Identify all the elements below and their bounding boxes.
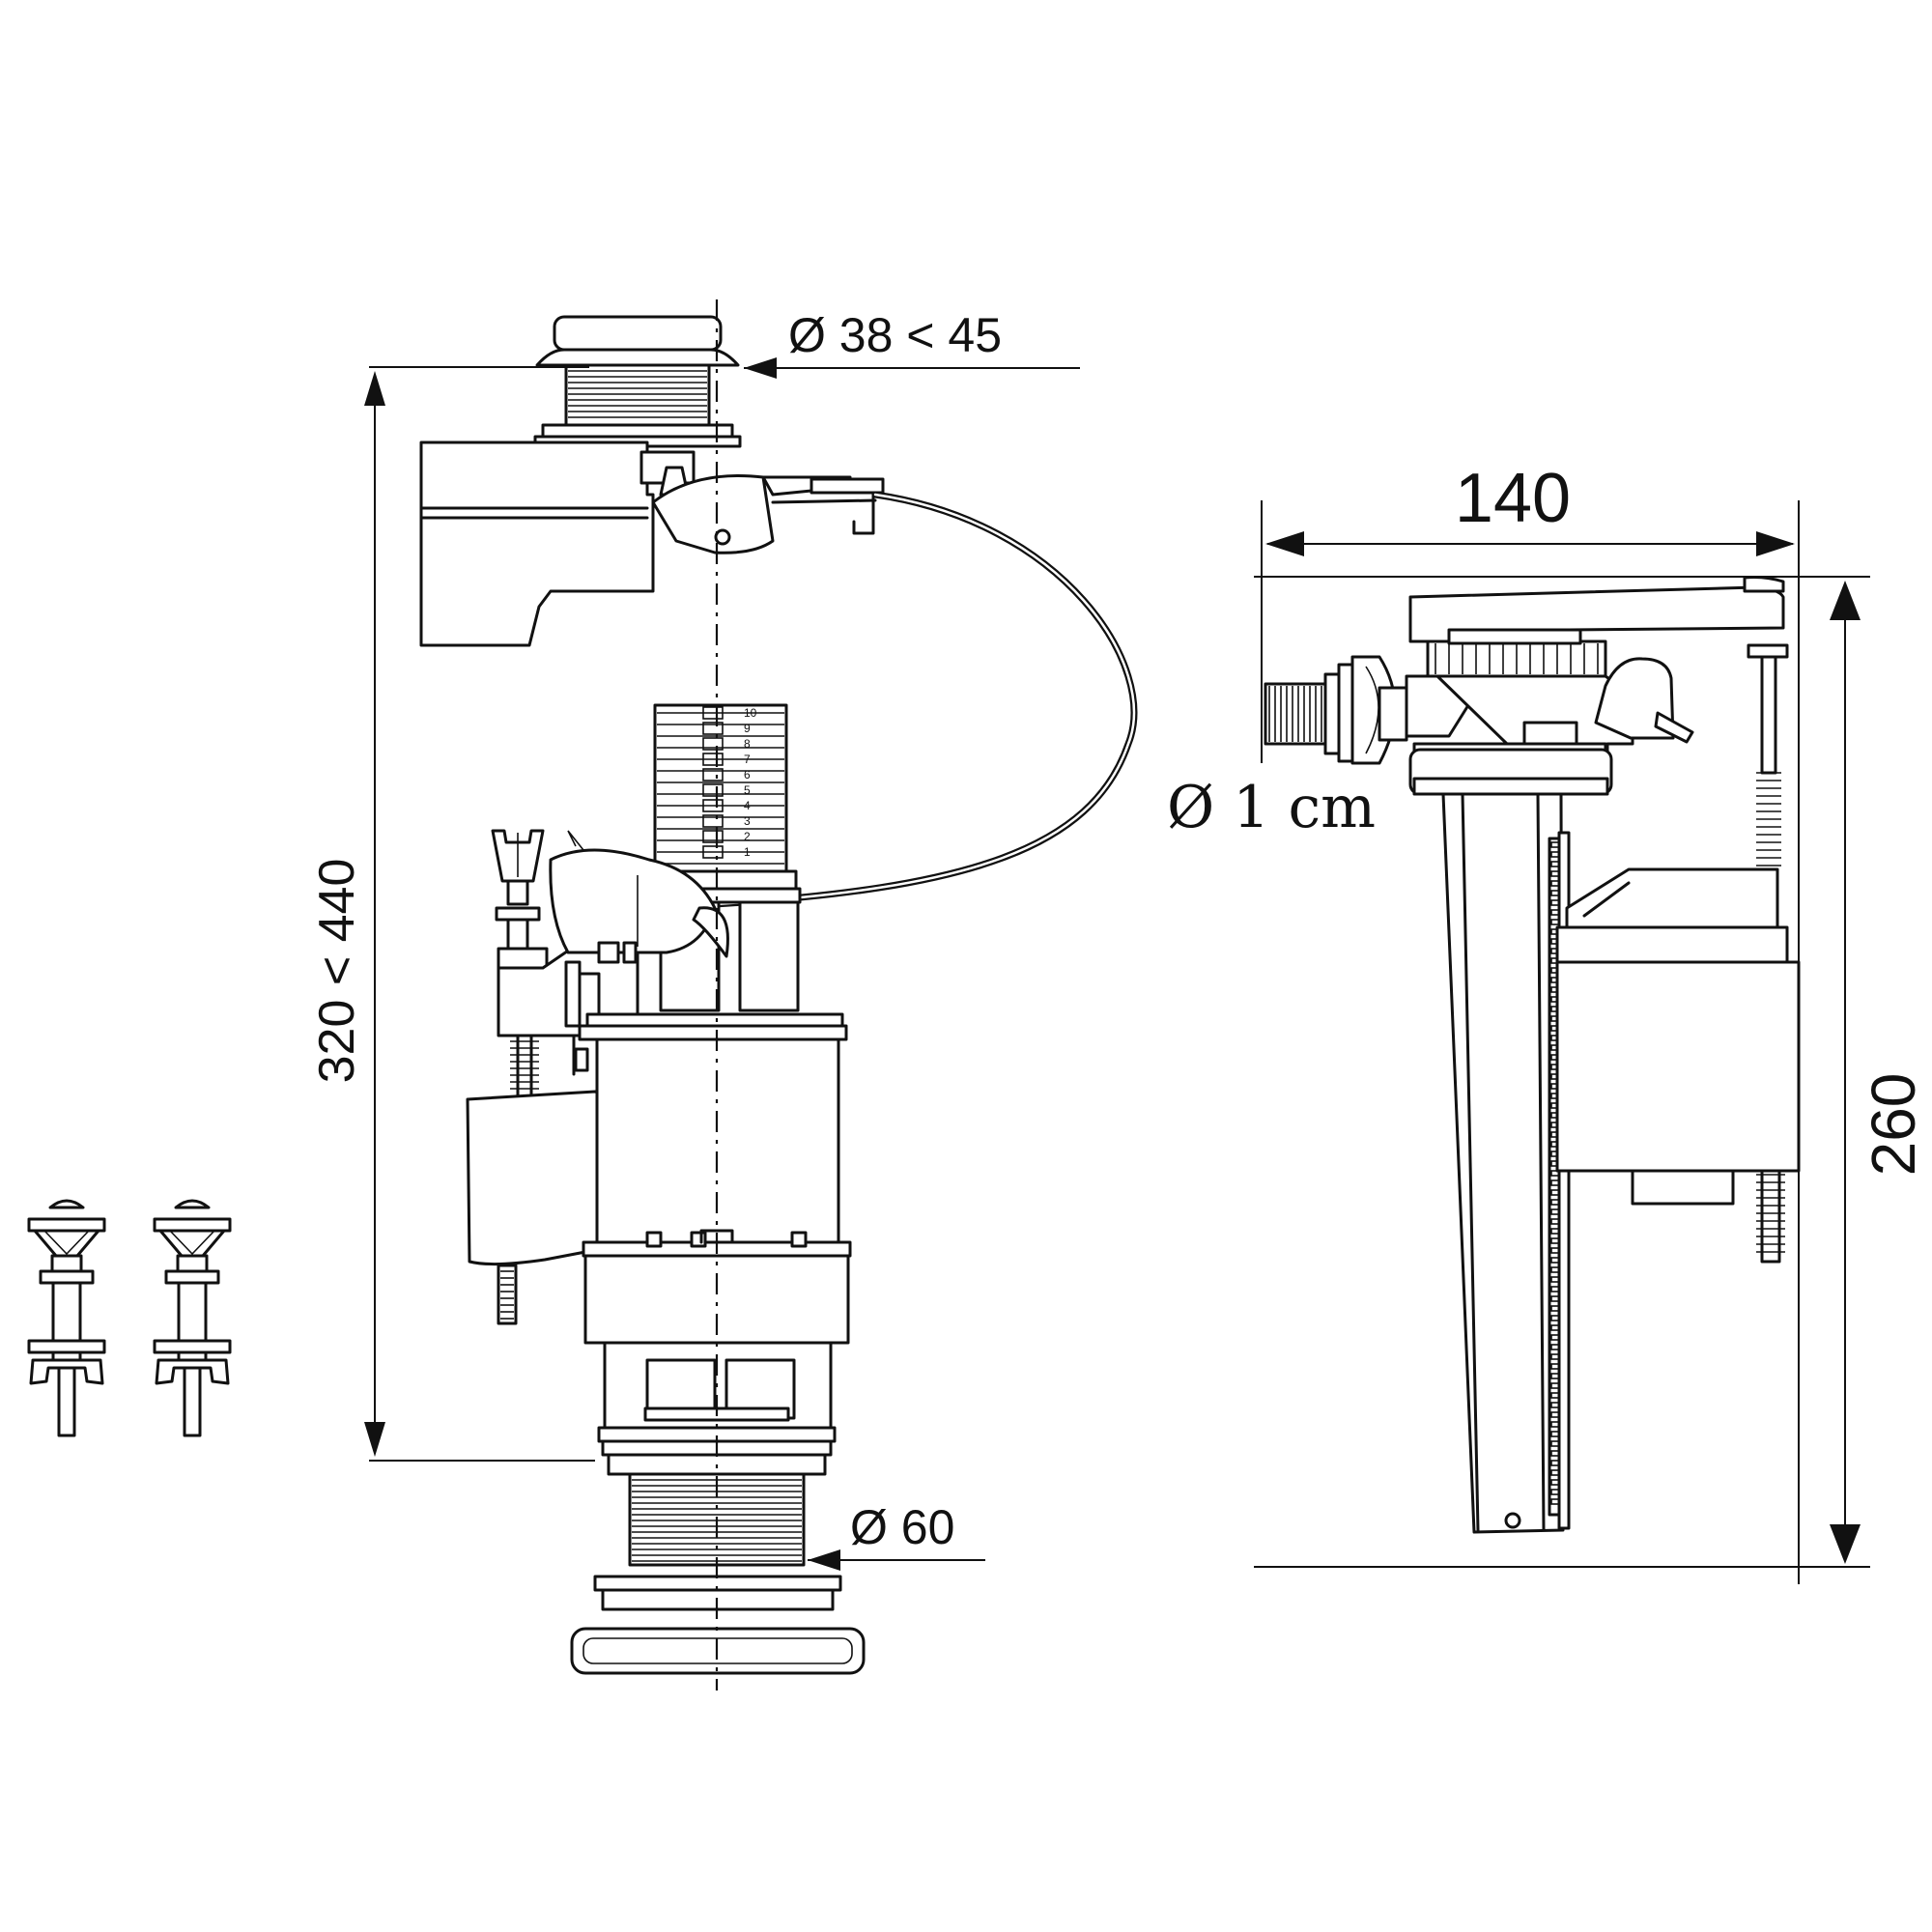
fixing-bolt-left	[27, 1199, 106, 1437]
push-button-diameter-label: Ø 38 < 45	[788, 308, 1002, 362]
scale-mark-label: 4	[744, 799, 751, 812]
outlet-diameter-label: Ø 60	[850, 1500, 954, 1554]
flush-valve: 1 2 3 4 5 6 7 8 9 10	[419, 299, 1138, 1690]
scale-mark-label: 3	[744, 814, 751, 828]
fill-valve	[1264, 576, 1801, 1534]
scale-box	[702, 830, 724, 843]
scale-box	[702, 814, 724, 828]
scale-box	[702, 722, 724, 735]
scale-box	[702, 706, 724, 720]
scale-box	[702, 768, 724, 781]
scale-mark-label: 10	[744, 706, 757, 720]
scale-mark-label: 9	[744, 722, 751, 735]
push-button	[533, 315, 742, 448]
dimension-lines	[364, 357, 1870, 1584]
fixing-bolts	[27, 1199, 232, 1437]
scale-box	[702, 737, 724, 751]
scale-mark-label: 2	[744, 830, 751, 843]
scale-mark-label: 6	[744, 768, 751, 781]
scale-mark-label: 7	[744, 753, 751, 766]
scale-mark-label: 8	[744, 737, 751, 751]
float-valve	[466, 829, 729, 1325]
cable-control-box	[419, 440, 885, 647]
scale-mark-label: 1	[744, 845, 751, 859]
scale-box	[702, 783, 724, 797]
fill-valve-width-label: 140	[1455, 460, 1571, 537]
scale-mark-label: 5	[744, 783, 751, 797]
height-adjust-column: 1 2 3 4 5 6 7 8 9 10	[653, 703, 802, 1012]
scale-box	[702, 753, 724, 766]
scale-box	[702, 845, 724, 859]
fixing-bolt-right	[153, 1199, 232, 1437]
scale-box	[702, 799, 724, 812]
fill-valve-height-label: 260	[1859, 1073, 1928, 1177]
inlet-diameter-label: Ø 1 cm	[1167, 774, 1376, 841]
flush-valve-height-label: 320 < 440	[309, 859, 365, 1084]
